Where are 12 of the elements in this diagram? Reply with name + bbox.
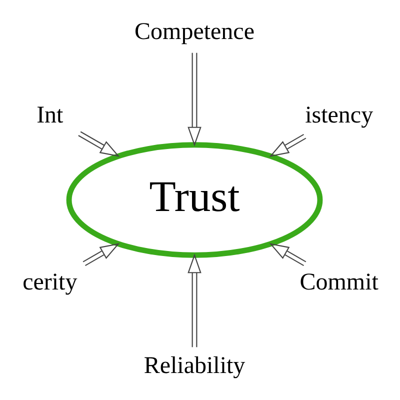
node-text: istency bbox=[304, 102, 373, 129]
node-text: Reliability bbox=[143, 353, 245, 380]
node-text: Competence bbox=[134, 19, 254, 46]
arrow bbox=[187, 52, 201, 146]
node-text: cerity bbox=[22, 270, 77, 296]
node-text: Commit bbox=[299, 270, 378, 296]
node-text: Int bbox=[36, 102, 63, 129]
arrow bbox=[187, 254, 201, 348]
arrow bbox=[78, 131, 120, 157]
arrow bbox=[268, 243, 306, 266]
arrow bbox=[82, 243, 120, 266]
arrow bbox=[268, 134, 306, 157]
